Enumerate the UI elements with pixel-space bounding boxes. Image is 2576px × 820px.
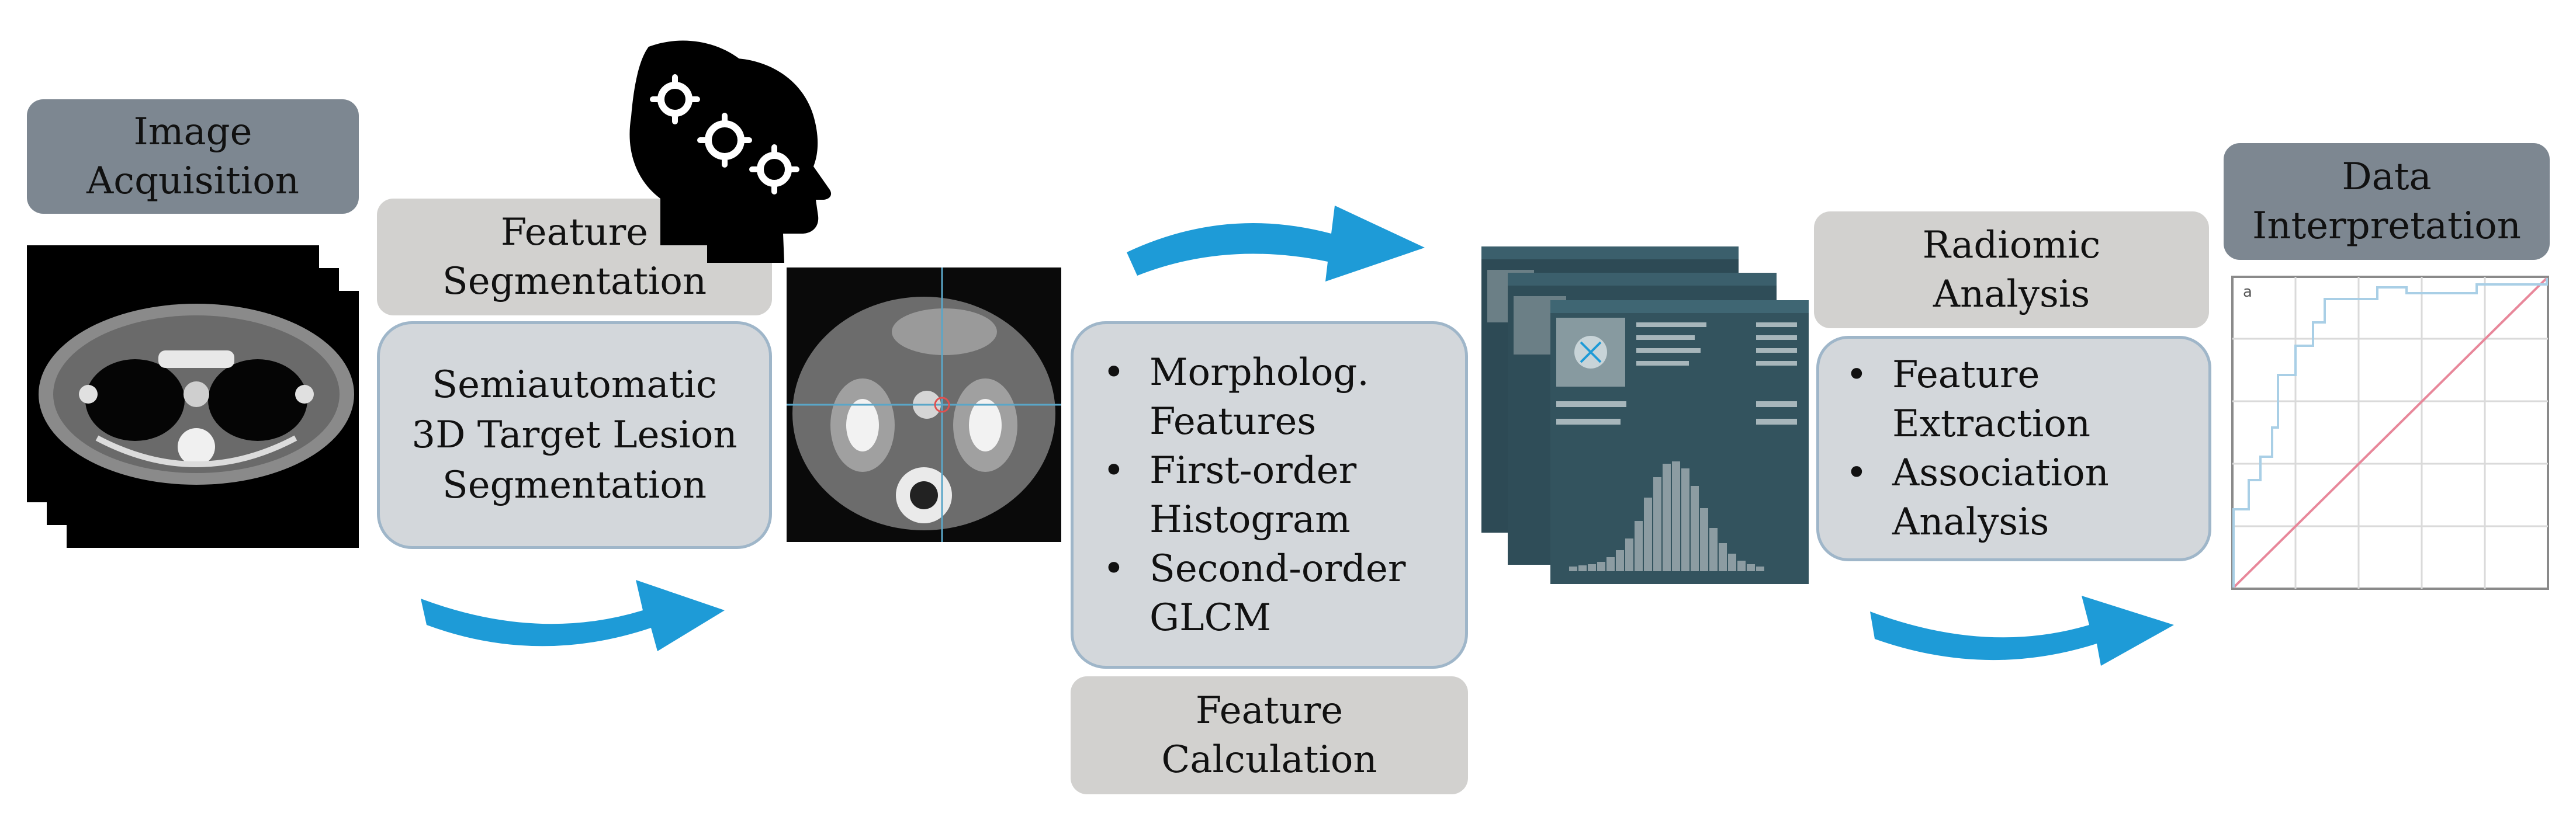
segmentation-box: Semiautomatic 3D Target Lesion Segmentat… bbox=[377, 321, 772, 549]
ct-slice-image bbox=[787, 267, 1061, 542]
feature-calculation-label: Feature Calculation bbox=[1071, 676, 1468, 794]
list-item: Second-order GLCM bbox=[1085, 544, 1405, 642]
box-line: Semiautomatic bbox=[432, 363, 717, 406]
ct-slice-front bbox=[27, 245, 354, 502]
item-line: Association bbox=[1892, 451, 2109, 495]
roc-plot: a bbox=[2231, 276, 2549, 590]
label-line: Feature bbox=[500, 211, 649, 254]
label-line: Interpretation bbox=[2252, 204, 2521, 248]
item-line: Morpholog. bbox=[1149, 350, 1369, 394]
list-item: First-order Histogram bbox=[1085, 446, 1405, 544]
calculation-box: Morpholog. Features First-order Histogra… bbox=[1071, 321, 1468, 669]
ct-stack-image bbox=[27, 245, 359, 548]
list-item: Morpholog. Features bbox=[1085, 348, 1405, 446]
analysis-box: Feature Extraction Association Analysis bbox=[1816, 336, 2211, 561]
roc-curve bbox=[2232, 278, 2548, 588]
item-line: Features bbox=[1149, 399, 1317, 443]
label-line: Image bbox=[133, 110, 252, 154]
item-line: GLCM bbox=[1149, 596, 1272, 640]
software-window-front bbox=[1550, 300, 1809, 584]
label-line: Analysis bbox=[1933, 273, 2090, 316]
item-line: Second-order bbox=[1149, 547, 1406, 590]
analysis-feature-list: Feature Extraction Association Analysis bbox=[1819, 350, 2109, 547]
item-line: Analysis bbox=[1892, 501, 2049, 544]
item-line: Extraction bbox=[1892, 402, 2091, 446]
label-line: Acquisition bbox=[86, 159, 299, 203]
item-line: Feature bbox=[1892, 353, 2040, 397]
item-line: First-order bbox=[1149, 449, 1357, 492]
data-interpretation-label: Data Interpretation bbox=[2224, 143, 2550, 260]
label-line: Data bbox=[2342, 155, 2432, 199]
box-line: Segmentation bbox=[442, 464, 707, 507]
calculation-feature-list: Morpholog. Features First-order Histogra… bbox=[1074, 348, 1405, 642]
box-line: 3D Target Lesion bbox=[411, 414, 738, 457]
plot-corner-label: a bbox=[2243, 283, 2252, 301]
flow-arrow bbox=[1127, 206, 1425, 282]
image-acquisition-label: Image Acquisition bbox=[27, 99, 359, 214]
label-line: Segmentation bbox=[442, 260, 707, 303]
list-item: Association Analysis bbox=[1828, 449, 2109, 547]
reference-diagonal bbox=[2232, 277, 2548, 589]
label-line: Feature bbox=[1195, 689, 1344, 732]
flow-arrow bbox=[1870, 596, 2174, 666]
head-gears-icon bbox=[629, 40, 832, 263]
list-item: Feature Extraction bbox=[1828, 350, 2109, 449]
flow-arrow bbox=[421, 580, 725, 651]
label-line: Radiomic bbox=[1922, 224, 2101, 267]
radiomic-analysis-label: Radiomic Analysis bbox=[1814, 211, 2209, 328]
item-line: Histogram bbox=[1149, 498, 1351, 541]
label-line: Calculation bbox=[1161, 738, 1377, 781]
software-window-stack bbox=[1481, 246, 1809, 584]
